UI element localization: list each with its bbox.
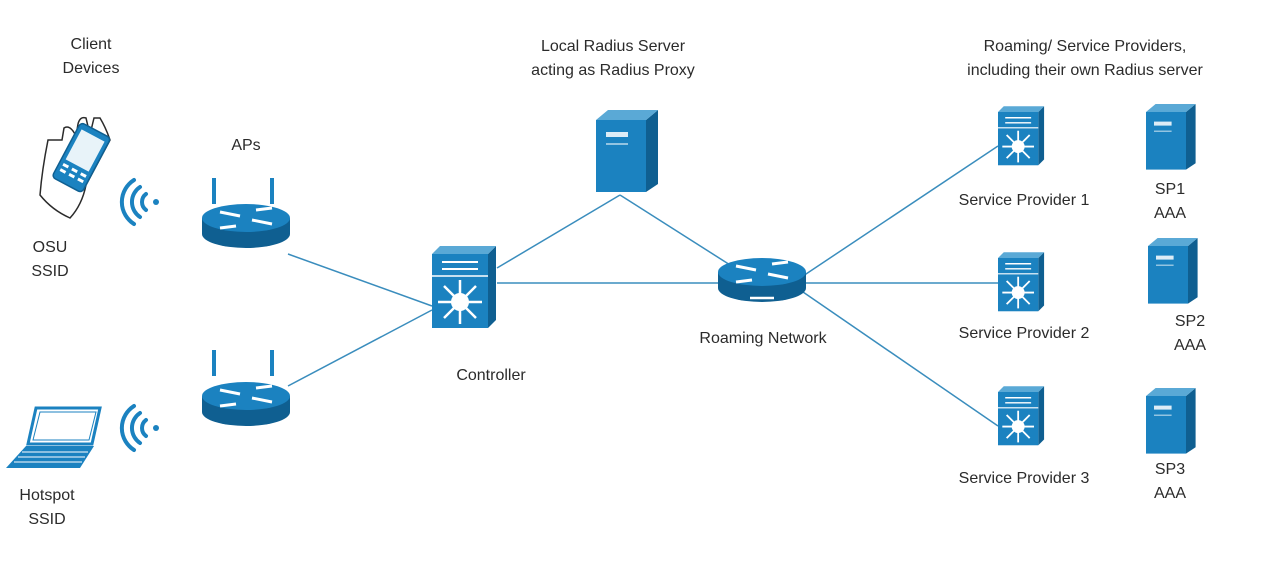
client-devices-line-1: Client bbox=[70, 36, 112, 53]
multilayer-switch-icon bbox=[997, 105, 1045, 167]
sp1-aaa-line-2: AAA bbox=[1153, 205, 1186, 222]
hotspot-ssid-line-1: Hotspot bbox=[19, 487, 75, 504]
server-icon bbox=[1145, 103, 1197, 171]
server-icon bbox=[1147, 237, 1199, 305]
multilayer-switch-icon bbox=[430, 244, 498, 330]
link-roaming-sp3 bbox=[802, 291, 999, 427]
link-roaming-sp1 bbox=[802, 145, 999, 277]
sp1-aaa-line-1: SP1 bbox=[1154, 181, 1186, 198]
sp1-label: Service Provider 1 bbox=[958, 192, 1090, 209]
sp2-aaa-label: SP2 AAA bbox=[1160, 310, 1220, 358]
sp1-aaa-label: SP1 AAA bbox=[1140, 178, 1200, 226]
roaming-providers-line-1: Roaming/ Service Providers, bbox=[983, 38, 1187, 55]
sp3-aaa-line-2: AAA bbox=[1153, 485, 1186, 502]
sp2-label: Service Provider 2 bbox=[958, 325, 1090, 342]
sp2-aaa-line-1: SP2 bbox=[1174, 313, 1206, 330]
roaming-providers-line-2: including their own Radius server bbox=[967, 62, 1203, 79]
osu-ssid-line-2: SSID bbox=[31, 263, 69, 280]
controller-label: Controller bbox=[456, 367, 526, 384]
wireless-router-icon bbox=[200, 178, 292, 250]
local-radius-label: Local Radius Server acting as Radius Pro… bbox=[496, 35, 730, 83]
roaming-providers-label: Roaming/ Service Providers, including th… bbox=[920, 35, 1250, 83]
sp3-aaa-label: SP3 AAA bbox=[1140, 458, 1200, 506]
client-devices-line-2: Devices bbox=[62, 60, 120, 77]
osu-ssid-label: OSU SSID bbox=[20, 236, 80, 284]
roaming-network-label: Roaming Network bbox=[699, 330, 827, 347]
local-radius-line-1: Local Radius Server bbox=[540, 38, 686, 55]
wireless-router-icon bbox=[200, 350, 292, 428]
link-radius-roaming bbox=[619, 194, 739, 271]
client-devices-label: Client Devices bbox=[46, 33, 136, 81]
osu-ssid-line-1: OSU bbox=[32, 239, 68, 256]
server-icon bbox=[1145, 387, 1197, 455]
hotspot-ssid-line-2: SSID bbox=[28, 511, 66, 528]
local-radius-line-2: acting as Radius Proxy bbox=[531, 62, 695, 79]
laptop-icon bbox=[6, 406, 102, 468]
multilayer-switch-icon bbox=[997, 251, 1045, 313]
sp3-label: Service Provider 3 bbox=[958, 470, 1090, 487]
smartphone-icon bbox=[39, 116, 111, 219]
link-controller-radius bbox=[496, 194, 621, 269]
aps-label: APs bbox=[231, 137, 261, 154]
hotspot-ssid-label: Hotspot SSID bbox=[4, 484, 90, 532]
wireless-signal-icon bbox=[119, 404, 161, 452]
multilayer-switch-icon bbox=[997, 385, 1045, 447]
link-ap1-controller bbox=[287, 253, 433, 307]
sp3-aaa-line-1: SP3 bbox=[1154, 461, 1186, 478]
link-ap2-controller bbox=[287, 309, 433, 387]
server-icon bbox=[595, 109, 659, 193]
wireless-signal-icon bbox=[119, 178, 161, 226]
connection-lines bbox=[287, 145, 999, 427]
router-icon bbox=[716, 256, 808, 304]
sp2-aaa-line-2: AAA bbox=[1173, 337, 1206, 354]
